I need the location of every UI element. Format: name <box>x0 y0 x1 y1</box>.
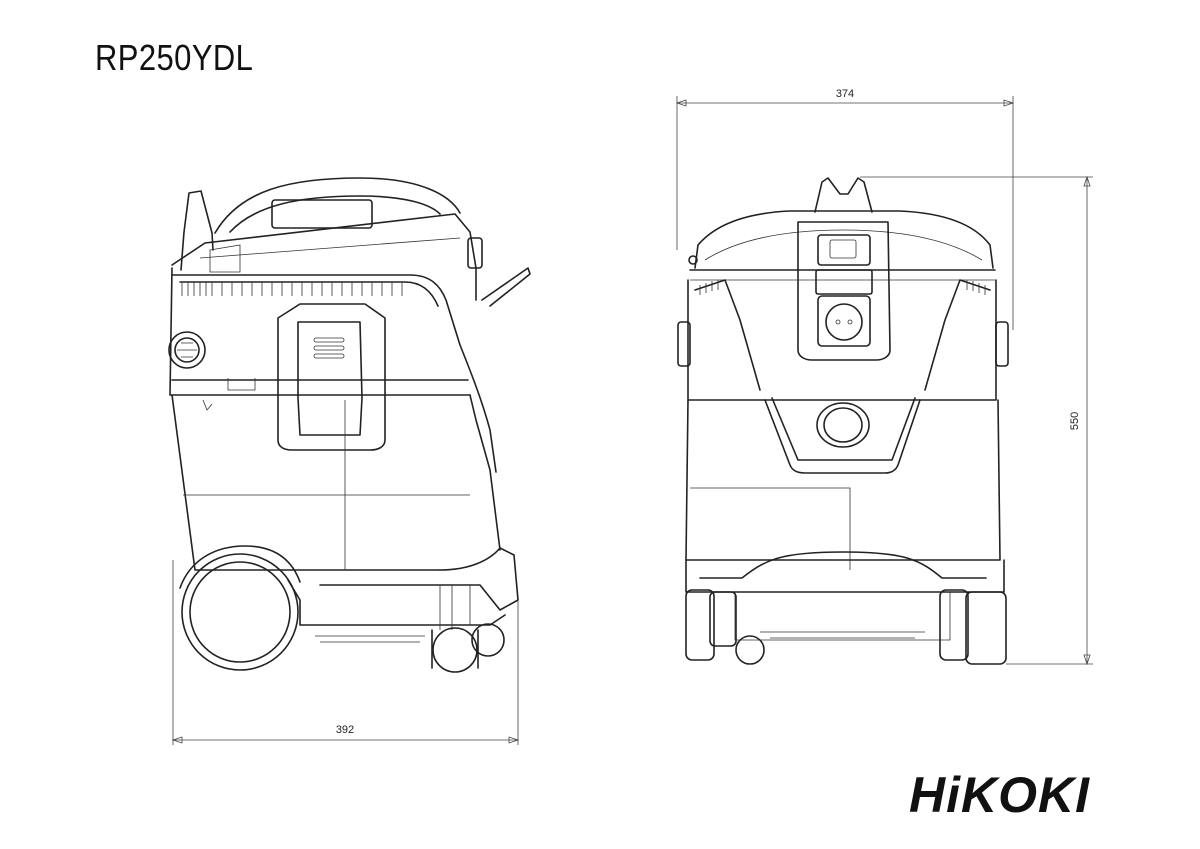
dim-374-label: 374 <box>836 88 854 100</box>
dimension-374: 374 <box>675 88 1015 330</box>
front-view <box>677 177 1009 665</box>
dim-550-label: 550 <box>1069 412 1081 430</box>
model-title: RP250YDL <box>95 37 254 78</box>
dimension-550: 550 <box>860 175 1093 666</box>
hikoki-logo: HiKOKI <box>909 767 1090 823</box>
side-view <box>168 177 531 673</box>
dimension-392: 392 <box>171 560 520 745</box>
dim-392-label: 392 <box>336 724 354 736</box>
vent-slots <box>181 282 403 296</box>
